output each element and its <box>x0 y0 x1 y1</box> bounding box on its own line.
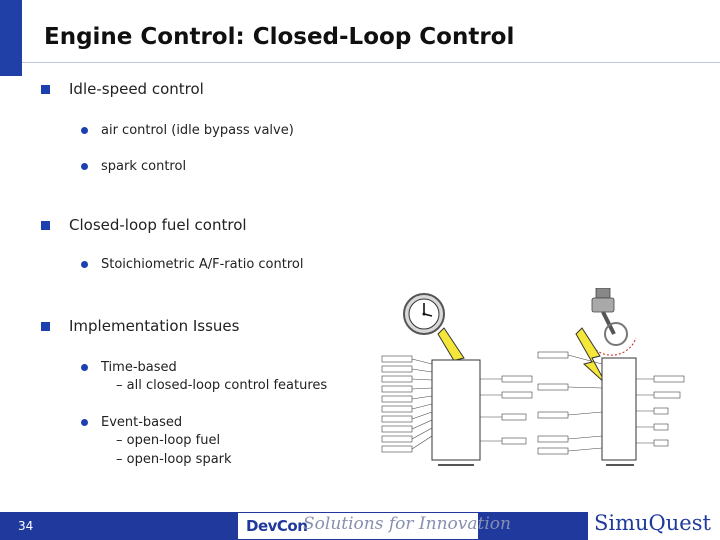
footer-tagline: Solutions for Innovation <box>303 514 511 534</box>
bullet-text: Time-based <box>101 360 177 375</box>
devcon-logo-panel <box>238 513 478 539</box>
square-bullet-icon <box>41 85 50 94</box>
signal-lines <box>411 358 433 450</box>
sub-item-text: – open-loop spark <box>116 452 232 467</box>
inport-tags <box>381 355 413 453</box>
section-heading: Implementation Issues <box>41 317 240 335</box>
signal-lines <box>480 354 603 452</box>
section-heading: Closed-loop fuel control <box>41 216 247 234</box>
square-bullet-icon <box>41 221 50 230</box>
square-bullet-icon <box>41 322 50 331</box>
simuquest-logo: SimuQuest <box>594 511 711 535</box>
round-bullet-icon <box>81 419 88 426</box>
lightning-bolt-icon <box>575 327 607 385</box>
bullet-item: air control (idle bypass valve) <box>81 123 294 138</box>
round-bullet-icon <box>81 163 88 170</box>
title-accent-strip <box>0 0 22 76</box>
control-block-diagram <box>381 288 685 466</box>
bullet-text: Stoichiometric A/F-ratio control <box>101 257 304 272</box>
slide-title: Engine Control: Closed-Loop Control <box>44 24 515 50</box>
subsystem-block <box>431 359 481 461</box>
bullet-item: Time-based <box>81 360 177 375</box>
bullet-text: air control (idle bypass valve) <box>101 123 294 138</box>
title-divider <box>22 62 720 63</box>
bullet-text: spark control <box>101 159 187 174</box>
round-bullet-icon <box>81 127 88 134</box>
outport-tags <box>653 375 685 447</box>
subsystem-block <box>601 357 637 461</box>
engine-piston-icon <box>591 288 637 356</box>
bullet-item: spark control <box>81 159 187 174</box>
page-number: 34 <box>18 519 34 533</box>
bullet-item: Event-based <box>81 415 183 430</box>
devcon-logo: DevCon <box>246 517 308 535</box>
middle-port-tags <box>501 351 569 455</box>
section-heading-text: Idle-speed control <box>69 80 204 98</box>
simuquest-logo-panel <box>588 510 720 540</box>
round-bullet-icon <box>81 261 88 268</box>
round-bullet-icon <box>81 364 88 371</box>
section-heading-text: Closed-loop fuel control <box>69 216 247 234</box>
bullet-item: Stoichiometric A/F-ratio control <box>81 257 304 272</box>
sub-item-text: – all closed-loop control features <box>116 378 328 393</box>
clock-icon <box>403 293 445 335</box>
sub-item-text: – open-loop fuel <box>116 433 221 448</box>
signal-lines <box>636 378 654 444</box>
section-heading: Idle-speed control <box>41 80 204 98</box>
bullet-text: Event-based <box>101 415 183 430</box>
section-heading-text: Implementation Issues <box>69 317 240 335</box>
tiny-block-labels <box>438 464 634 466</box>
